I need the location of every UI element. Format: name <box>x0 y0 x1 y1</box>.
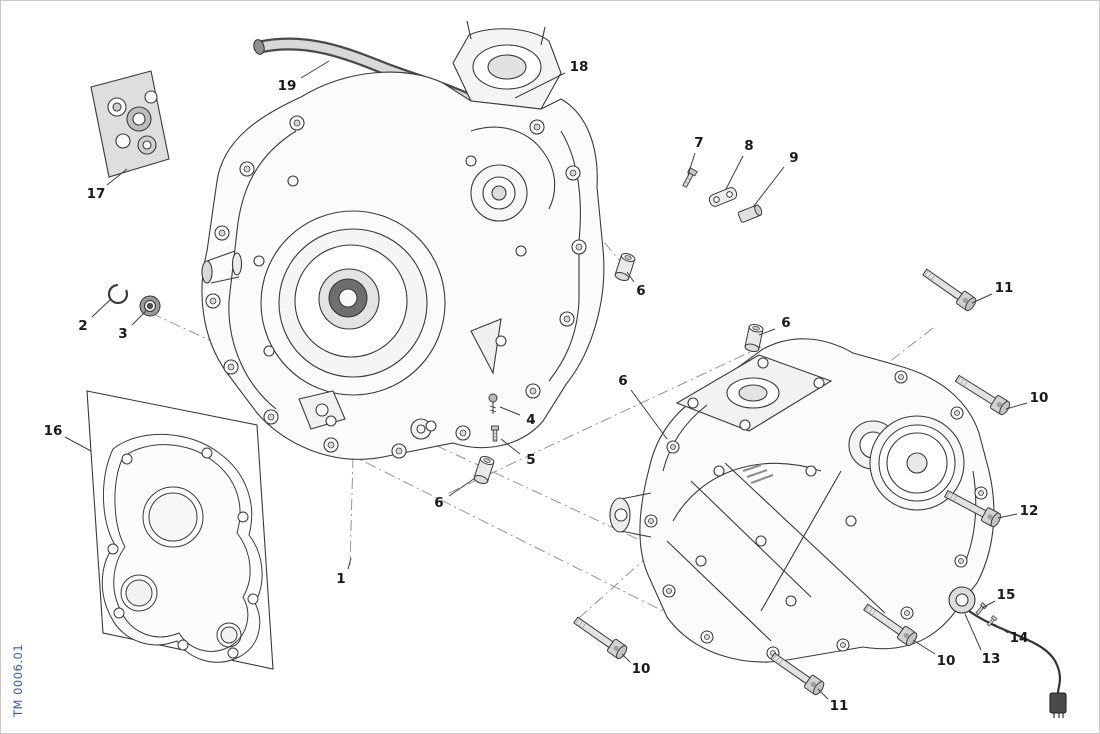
crankcase-gasket <box>86 390 274 670</box>
bolt-11 <box>919 265 979 313</box>
seal-plate <box>90 70 170 178</box>
bushing <box>743 322 765 354</box>
pickup-sensor <box>948 586 1067 718</box>
retainer-plate <box>708 187 738 207</box>
right-crankcase <box>609 338 995 663</box>
bushing <box>613 251 637 283</box>
left-crankcase <box>201 20 605 460</box>
bolt-10 <box>570 613 630 661</box>
snap-ring <box>107 283 129 305</box>
leader-lines <box>64 60 1028 700</box>
oil-jet <box>488 393 498 414</box>
dowel-pin <box>737 204 763 223</box>
bushing <box>472 454 496 486</box>
doc-code: TM 0006.01 <box>11 643 25 717</box>
sensor-screw-15 <box>974 602 988 616</box>
oil-seal <box>139 295 161 317</box>
